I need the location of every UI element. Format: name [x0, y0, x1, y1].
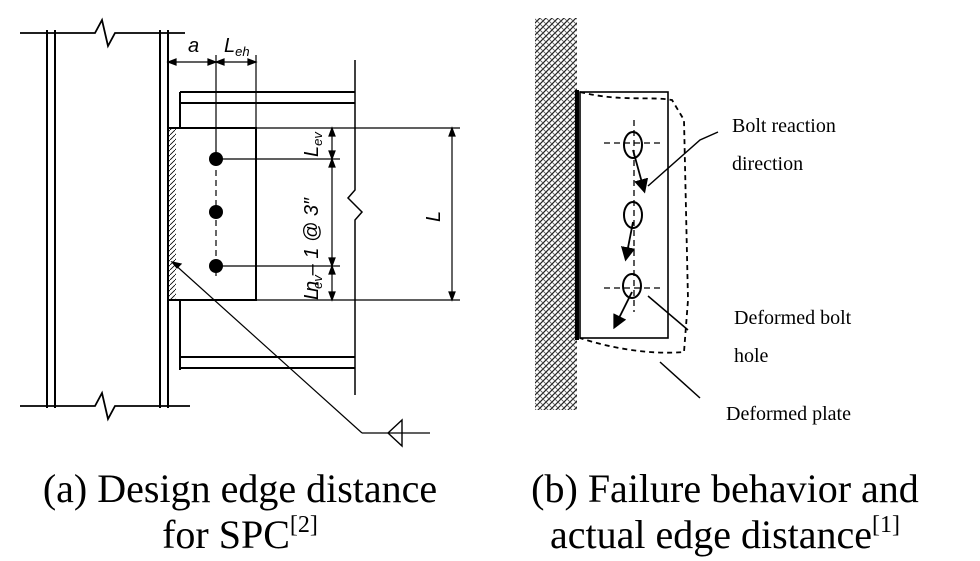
- caption-b: (b) Failure behavior and actual edge dis…: [505, 466, 945, 558]
- dimensions-a: [166, 50, 460, 448]
- panel-a-drawing: [20, 17, 364, 422]
- annotation-deformed-hole-2: hole: [734, 345, 769, 367]
- original-plate: [579, 91, 669, 339]
- caption-b-line1: (b) Failure behavior and: [531, 466, 919, 511]
- panel-b-drawing: [535, 18, 719, 410]
- caption-b-line2: actual edge distance[1]: [549, 512, 901, 557]
- shear-plate: [167, 127, 257, 301]
- labels-b: Bolt reaction direction Deformed bolt ho…: [726, 115, 852, 425]
- deformed-holes: [622, 131, 643, 299]
- leaders-b: [647, 131, 719, 399]
- annotation-bolt-reaction-2: direction: [732, 153, 803, 175]
- annotation-deformed-plate: Deformed plate: [726, 403, 851, 425]
- annotation-deformed-hole-1: Deformed bolt: [734, 307, 852, 329]
- caption-a-line2: for SPC[2]: [162, 512, 318, 557]
- label-lev-top: Lev: [301, 131, 325, 157]
- label-a: a: [188, 35, 199, 57]
- labels-a: a Leh Lev n – 1 @ 3″ Lev L: [188, 35, 445, 300]
- annotation-bolt-reaction-1: Bolt reaction: [732, 115, 836, 137]
- label-L: L: [423, 211, 445, 222]
- reaction-arrows: [613, 149, 649, 330]
- deformed-plate: [579, 91, 689, 354]
- caption-b-ref: [1]: [872, 512, 901, 538]
- column: [20, 17, 190, 422]
- beam: [179, 60, 364, 395]
- label-leh: Leh: [224, 35, 250, 59]
- label-lev-bottom: Lev: [301, 274, 325, 300]
- label-pitch: n – 1 @ 3″: [301, 197, 323, 292]
- caption-a-line1: (a) Design edge distance: [42, 466, 438, 511]
- caption-a-ref: [2]: [289, 512, 318, 538]
- bolt-middle: [209, 205, 223, 219]
- support-wall: [535, 18, 577, 410]
- caption-a: (a) Design edge distance for SPC[2]: [20, 466, 460, 558]
